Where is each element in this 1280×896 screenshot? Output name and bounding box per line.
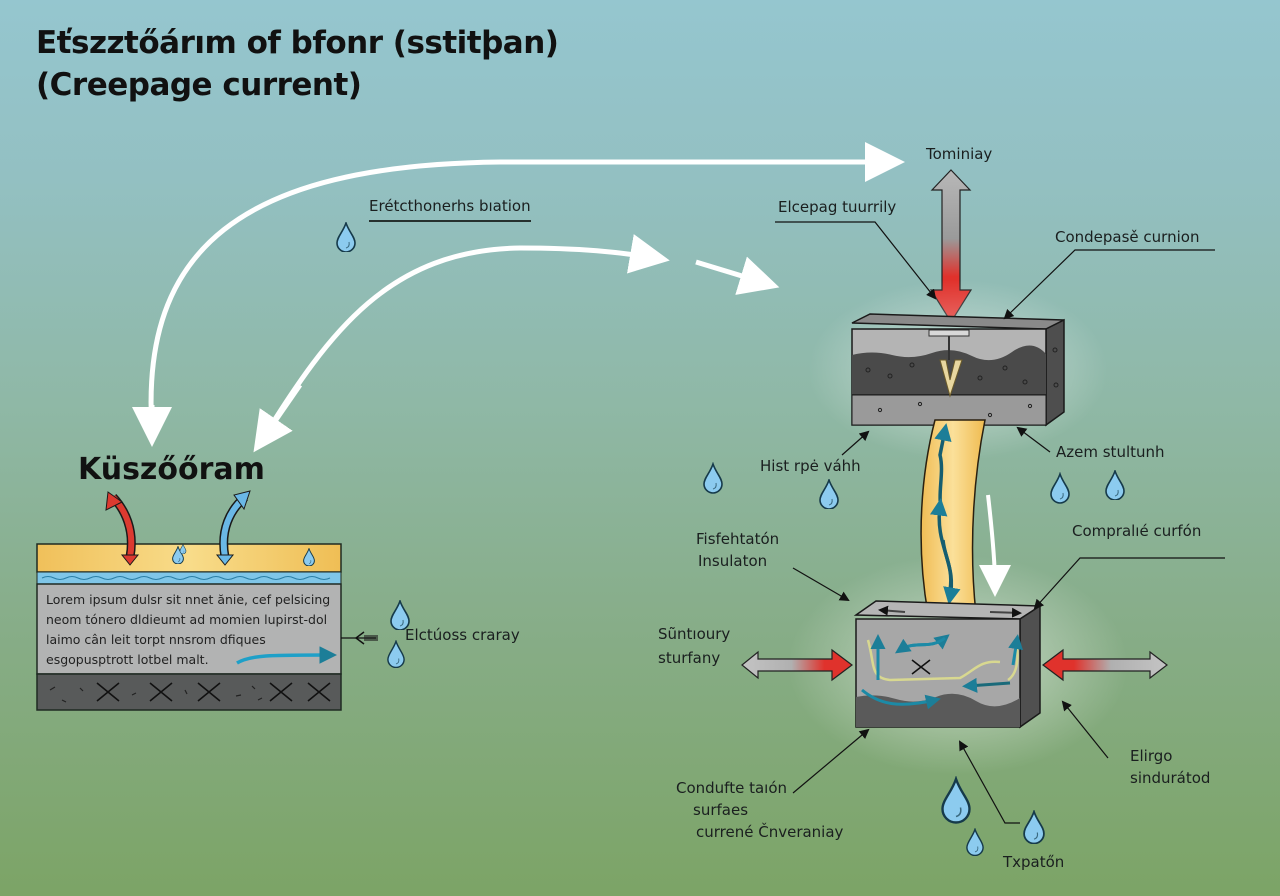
leader-fisfehtaton xyxy=(792,567,850,602)
top-concrete-block xyxy=(851,313,1065,427)
flow-arrow-inner-tail xyxy=(253,383,303,453)
leader-txpaton xyxy=(959,740,1020,824)
water-drop-icon xyxy=(1050,473,1070,504)
leader-condepase xyxy=(1003,249,1215,320)
flow-arrow-inner xyxy=(259,234,670,442)
label-fisfehtaton-1: Fisfehtatón xyxy=(696,530,780,548)
label-eligo-2: sindurátod xyxy=(1130,769,1211,787)
left-flow-arrow xyxy=(236,646,337,665)
leader-hist xyxy=(841,430,870,456)
title-line-1: Eťszztőárım of bfonr (sstitþan) xyxy=(36,25,559,61)
left-insulation-sample xyxy=(36,543,342,711)
bottom-concrete-block xyxy=(853,600,1043,729)
label-conduite-2: surfaes xyxy=(693,801,749,819)
leader-eligo xyxy=(1061,700,1109,759)
water-drop-icon xyxy=(336,222,356,252)
water-drop-icon xyxy=(1105,470,1125,500)
diagram-title: Eťszztőárım of bfonr (sstitþan) (Creepag… xyxy=(36,22,559,106)
leader-azem xyxy=(1016,426,1051,453)
label-conduite-3: currené Čnveraniay xyxy=(696,823,844,841)
label-azem: Azem stultunh xyxy=(1056,443,1165,461)
water-drop-icon xyxy=(703,463,723,494)
white-down-arrow xyxy=(978,494,1011,597)
leader-elcepag xyxy=(775,221,937,300)
water-drop-icon xyxy=(819,479,839,509)
label-suntioury-2: sturfany xyxy=(658,649,721,667)
label-conduite-1: Condufte taıón xyxy=(676,779,788,797)
left-panel-paragraph: Lorem ipsum dulsr sit nnet ănie, cef pel… xyxy=(46,592,331,667)
label-tominiay: Tominiay xyxy=(926,145,993,163)
flow-arrow-outer xyxy=(148,142,905,431)
label-compralie: Compralıé curfón xyxy=(1072,522,1202,540)
left-panel-heading: Küszőőram xyxy=(78,452,265,487)
leader-compralie xyxy=(1033,557,1225,610)
label-elcepag: Elcepag tuurrily xyxy=(778,198,897,216)
water-drop-icon xyxy=(941,777,971,824)
label-txpaton: Txpatőn xyxy=(1003,853,1065,871)
left-horizontal-arrow xyxy=(741,648,853,682)
leader-conduite xyxy=(792,728,870,794)
label-hist: Hist rpė váhh xyxy=(760,457,861,475)
right-horizontal-arrow xyxy=(1042,648,1168,682)
label-eligo-1: Elirgo xyxy=(1130,747,1173,765)
label-fisfehtaton-2: Insulaton xyxy=(698,552,768,570)
title-line-2: (Creepage current) xyxy=(36,67,362,103)
flow-arrow-small xyxy=(695,256,780,295)
water-drop-icon xyxy=(387,640,405,668)
label-top-center: Erétcthonerhs bıation xyxy=(369,196,531,222)
label-condepase: Condepasě curnion xyxy=(1055,228,1200,246)
label-suntioury-1: Sũntıoury xyxy=(658,625,731,643)
label-elctuoss: Elctúoss craray xyxy=(405,626,520,644)
water-drop-icon xyxy=(966,828,984,856)
water-drop-icon xyxy=(1023,810,1045,844)
